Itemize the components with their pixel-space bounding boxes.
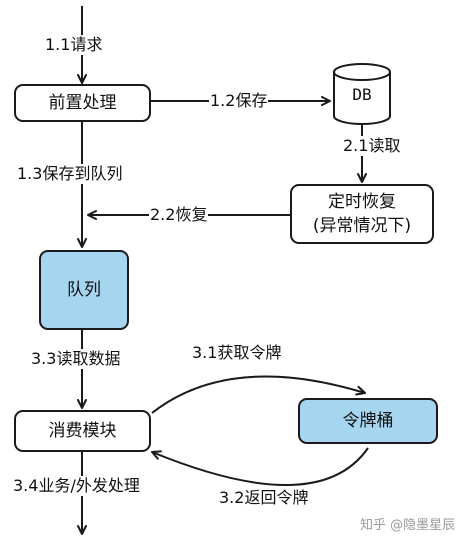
recovery-label-line2: (异常情况下) xyxy=(312,216,412,236)
db-label: DB xyxy=(352,85,372,104)
token-bucket-label: 令牌桶 xyxy=(342,411,394,431)
preprocess-node[interactable]: 前置处理 xyxy=(14,84,151,122)
preprocess-label: 前置处理 xyxy=(48,93,117,113)
recovery-label-line1: 定时恢复 xyxy=(328,192,396,212)
queue-node[interactable]: 队列 xyxy=(39,250,129,330)
edge-label-save-to-queue: 1.3保存到队列 xyxy=(16,164,124,184)
edge-label-request: 1.1请求 xyxy=(44,35,104,55)
edge-label-return-token: 3.2返回令牌 xyxy=(218,488,310,508)
cylinder-icon xyxy=(333,63,391,125)
arrow-return-token xyxy=(151,447,369,486)
arrow-get-token xyxy=(151,375,366,414)
edge-label-get-token: 3.1获取令牌 xyxy=(191,343,283,363)
consumer-label: 消费模块 xyxy=(48,421,117,441)
watermark-text: 知乎 @隐墨星辰 xyxy=(360,518,456,533)
edge-label-handle: 3.4业务/外发处理 xyxy=(12,476,141,496)
edge-label-read: 2.1读取 xyxy=(342,136,402,156)
token-bucket-node[interactable]: 令牌桶 xyxy=(298,398,438,444)
edge-label-read-data: 3.3读取数据 xyxy=(30,349,122,369)
edge-label-save: 1.2保存 xyxy=(209,91,269,111)
edge-label-recover: 2.2恢复 xyxy=(149,205,209,225)
recovery-node[interactable]: 定时恢复 (异常情况下) xyxy=(290,184,434,244)
queue-label: 队列 xyxy=(67,280,101,300)
consumer-node[interactable]: 消费模块 xyxy=(14,410,151,452)
